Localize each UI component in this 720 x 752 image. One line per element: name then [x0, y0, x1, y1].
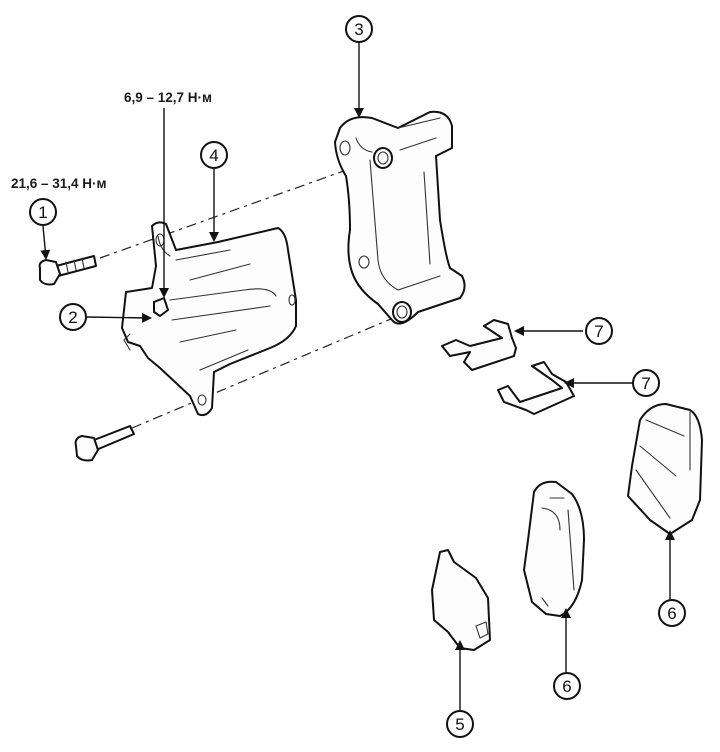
assembly-axis-lines — [99, 157, 399, 429]
caliper-bracket — [334, 110, 466, 325]
inner-brake-pad — [523, 480, 585, 617]
torque-spec-bracket-bolt: 21,6 – 31,4 Н·м — [11, 176, 107, 191]
callout-7-lower-label: 7 — [641, 374, 650, 393]
callout-6-outer: 6 — [658, 599, 686, 627]
callout-3: 3 — [345, 15, 373, 43]
outer-brake-pad — [627, 403, 703, 535]
pad-shim — [431, 549, 491, 651]
leader-2 — [86, 312, 152, 323]
callout-1: 1 — [29, 198, 57, 226]
caliper-body — [121, 221, 297, 417]
callout-6-inner: 6 — [553, 672, 581, 700]
callout-4-label: 4 — [209, 146, 218, 165]
lower-axis-line — [131, 315, 399, 429]
callout-7-upper-label: 7 — [594, 322, 603, 341]
callout-2: 2 — [59, 303, 87, 331]
bracket-guide-pin-lower — [392, 301, 412, 323]
callout-7-upper: 7 — [585, 317, 613, 345]
callout-7-lower: 7 — [632, 369, 660, 397]
callout-6-outer-label: 6 — [667, 604, 676, 623]
callout-5-label: 5 — [455, 715, 464, 734]
bracket-mounting-bolt-lower — [74, 425, 135, 462]
leader-1 — [40, 225, 51, 260]
torque-spec-guide-pin: 6,9 – 12,7 Н·м — [124, 90, 213, 105]
callout-2-label: 2 — [68, 308, 77, 327]
bracket-mounting-bolt-upper — [38, 255, 97, 286]
bracket-guide-pin-upper — [373, 147, 393, 169]
callout-1-label: 1 — [38, 203, 47, 222]
callout-5: 5 — [446, 710, 474, 738]
callout-6-inner-label: 6 — [562, 677, 571, 696]
bleeder-screw — [153, 297, 169, 317]
upper-axis-line — [99, 157, 381, 259]
lower-pad-retaining-clip — [497, 361, 575, 415]
callout-4: 4 — [200, 141, 228, 169]
callout-3-label: 3 — [354, 20, 363, 39]
leader-lines — [40, 42, 675, 716]
upper-pad-retaining-clip — [441, 319, 517, 371]
